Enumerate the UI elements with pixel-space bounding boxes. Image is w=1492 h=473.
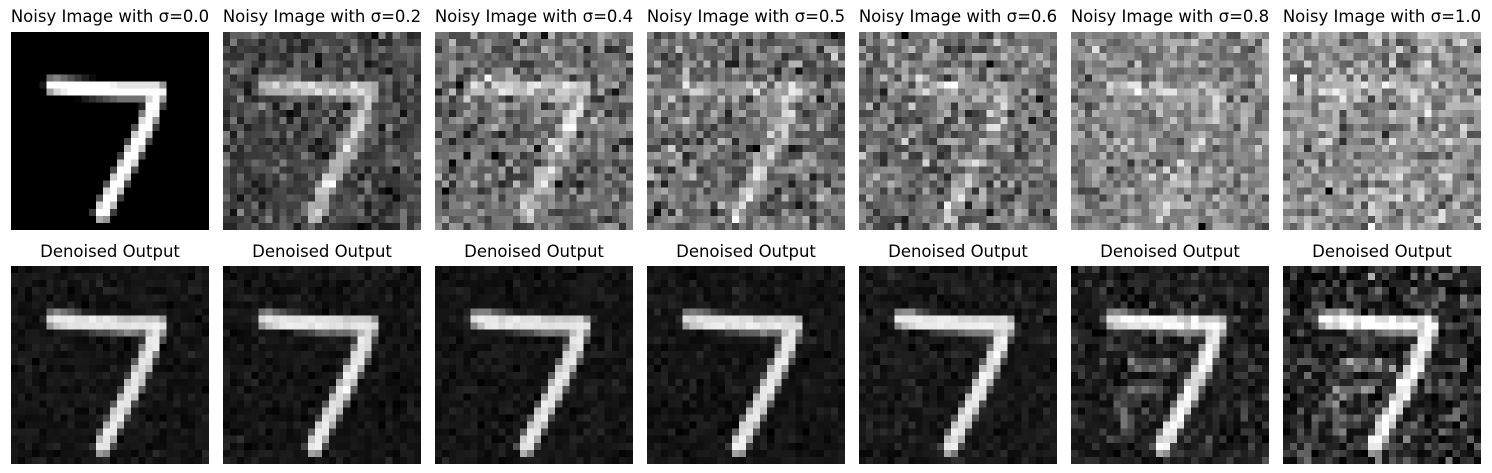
- denoised-title-5: Denoised Output: [888, 242, 1028, 261]
- denoised-image-4: [647, 266, 845, 464]
- noisy-image-1: [11, 32, 209, 230]
- denoised-title-3: Denoised Output: [464, 242, 604, 261]
- noisy-image-5: [859, 32, 1057, 230]
- noisy-image-3: [435, 32, 633, 230]
- denoised-title-6: Denoised Output: [1100, 242, 1240, 261]
- noisy-title-6: Noisy Image with σ=0.8: [1070, 7, 1270, 26]
- noisy-title-2: Noisy Image with σ=0.2: [222, 7, 422, 26]
- denoised-image-2: [223, 266, 421, 464]
- noisy-title-7: Noisy Image with σ=1.0: [1282, 7, 1482, 26]
- denoised-image-5: [859, 266, 1057, 464]
- noisy-title-1: Noisy Image with σ=0.0: [10, 7, 210, 26]
- noisy-image-2: [223, 32, 421, 230]
- noisy-image-6: [1071, 32, 1269, 230]
- denoised-title-4: Denoised Output: [676, 242, 816, 261]
- denoised-image-7: [1283, 266, 1481, 464]
- denoised-image-3: [435, 266, 633, 464]
- noisy-image-4: [647, 32, 845, 230]
- denoised-title-1: Denoised Output: [40, 242, 180, 261]
- noisy-title-3: Noisy Image with σ=0.4: [434, 7, 634, 26]
- denoised-title-2: Denoised Output: [252, 242, 392, 261]
- noisy-image-7: [1283, 32, 1481, 230]
- denoised-image-1: [11, 266, 209, 464]
- denoised-image-6: [1071, 266, 1269, 464]
- noisy-title-4: Noisy Image with σ=0.5: [646, 7, 846, 26]
- noisy-title-5: Noisy Image with σ=0.6: [858, 7, 1058, 26]
- denoised-title-7: Denoised Output: [1312, 242, 1452, 261]
